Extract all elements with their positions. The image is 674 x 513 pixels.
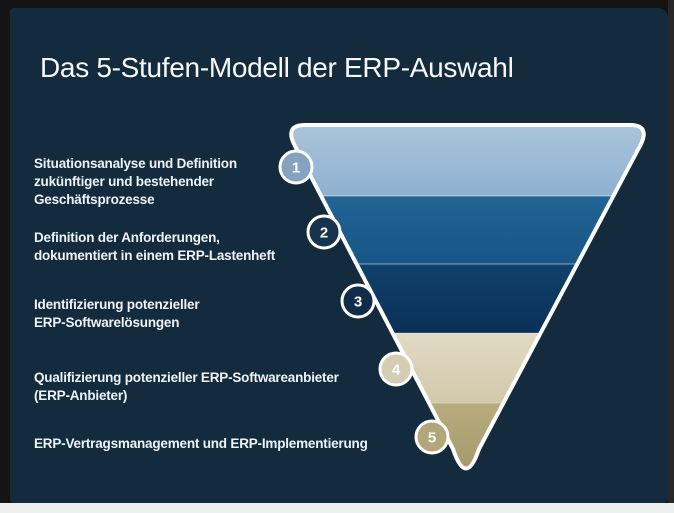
stage-1-label-line: zukünftiger und bestehender <box>34 174 214 189</box>
funnel-outline <box>289 123 646 471</box>
stage-2-badge-number: 2 <box>320 225 328 242</box>
stage-3-badge: 3 <box>340 283 376 319</box>
stage-2-badge: 2 <box>306 214 342 250</box>
stage-2-label-line: Definition der Anforderungen, <box>34 230 220 245</box>
stage-3-label: Identifizierung potenzieller ERP-Softwar… <box>34 296 384 332</box>
stage-4-label-line: (ERP-Anbieter) <box>34 388 128 403</box>
stage-1-label-line: Situationsanalyse und Definition <box>34 156 237 171</box>
page-title: Das 5-Stufen-Modell der ERP-Auswahl <box>40 52 514 83</box>
stage-2-label: Definition der Anforderungen, dokumentie… <box>34 229 384 265</box>
stage-3-badge-circle <box>340 283 376 319</box>
stage-2-label-line: dokumentiert in einem ERP-Lastenheft <box>34 248 276 263</box>
stage-4-badge: 4 <box>378 351 414 387</box>
stage-2-badge-circle <box>306 214 342 250</box>
stage-3-label-line: ERP-Softwarelösungen <box>34 315 180 330</box>
funnel-band-5 <box>291 403 644 469</box>
stage-5-badge-number: 5 <box>428 430 436 447</box>
stage-5-label-line: ERP-Vertragsmanagement und ERP-Implement… <box>34 436 368 451</box>
stage-4-badge-circle <box>378 351 414 387</box>
stage-5-badge: 5 <box>414 419 450 455</box>
stage-5-label: ERP-Vertragsmanagement und ERP-Implement… <box>34 435 384 453</box>
stage-5-badge-circle <box>414 419 450 455</box>
funnel-band-1 <box>291 125 644 196</box>
window-edge-bottom <box>0 503 674 513</box>
stage-1-badge-circle <box>278 149 314 185</box>
funnel-band-4 <box>291 333 644 403</box>
stage-4-badge-number: 4 <box>392 362 401 379</box>
stage-4-label-line: Qualifizierung potenzieller ERP-Software… <box>34 370 339 385</box>
stage-3-badge-number: 3 <box>354 294 362 311</box>
funnel-band-3 <box>291 264 644 333</box>
window-edge-right <box>668 0 674 503</box>
stage-1-badge-number: 1 <box>292 160 300 177</box>
stage-1-label-line: Geschäftsprozesse <box>34 192 155 207</box>
stage-3-label-line: Identifizierung potenzieller <box>34 297 200 312</box>
stage-1-badge: 1 <box>278 149 314 185</box>
stage-4-label: Qualifizierung potenzieller ERP-Software… <box>34 369 384 405</box>
stage-1-label: Situationsanalyse und Definition zukünft… <box>34 155 384 209</box>
